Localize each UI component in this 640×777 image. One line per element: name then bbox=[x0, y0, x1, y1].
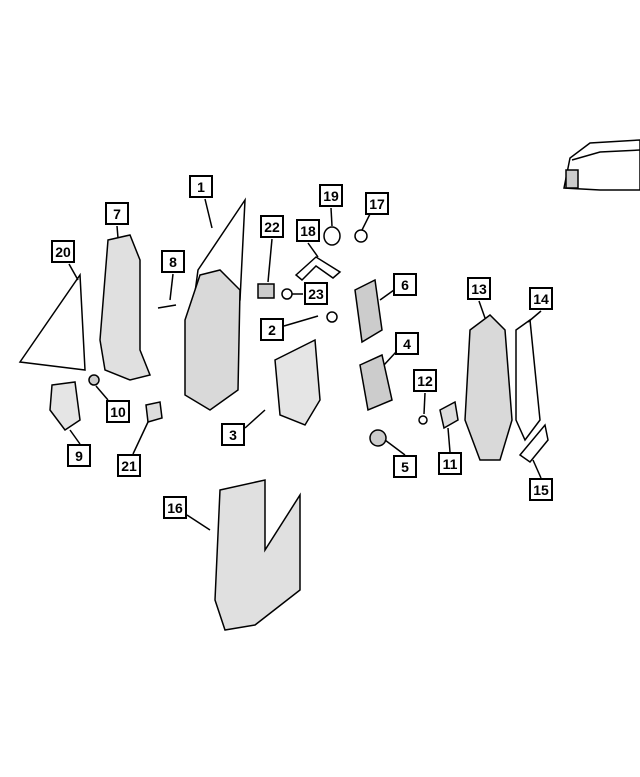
part-4-actuator bbox=[359, 353, 393, 412]
callout-10[interactable]: 10 bbox=[106, 400, 130, 423]
callout-18[interactable]: 18 bbox=[296, 219, 320, 242]
vehicle-locator-icon bbox=[563, 139, 640, 191]
callout-17[interactable]: 17 bbox=[365, 192, 389, 215]
callout-19[interactable]: 19 bbox=[319, 184, 343, 207]
part-13-housing bbox=[464, 314, 513, 461]
part-12-screw bbox=[418, 415, 428, 425]
part-1-mirror-housing bbox=[184, 269, 241, 411]
callout-13[interactable]: 13 bbox=[467, 277, 491, 300]
part-18-seal bbox=[294, 256, 342, 282]
part-8-screw bbox=[157, 304, 177, 309]
callout-12[interactable]: 12 bbox=[413, 369, 437, 392]
callout-8[interactable]: 8 bbox=[161, 250, 185, 273]
part-20-triangle-trim bbox=[18, 272, 86, 371]
part-22-motor bbox=[257, 283, 275, 299]
callout-3[interactable]: 3 bbox=[221, 423, 245, 446]
callout-4[interactable]: 4 bbox=[395, 332, 419, 355]
part-14-glass bbox=[515, 318, 541, 442]
part-17-clip bbox=[354, 229, 368, 243]
callout-23[interactable]: 23 bbox=[304, 282, 328, 305]
part-10-clip bbox=[88, 374, 100, 386]
part-7-cover bbox=[99, 234, 152, 381]
part-2-screw bbox=[326, 311, 338, 323]
part-15-glass bbox=[518, 423, 549, 464]
callout-11[interactable]: 11 bbox=[438, 452, 462, 475]
part-3-cover bbox=[274, 338, 321, 426]
callout-14[interactable]: 14 bbox=[529, 287, 553, 310]
callout-9[interactable]: 9 bbox=[67, 444, 91, 467]
callout-5[interactable]: 5 bbox=[393, 455, 417, 478]
part-5-pivot bbox=[369, 429, 387, 447]
callout-16[interactable]: 16 bbox=[163, 496, 187, 519]
callout-6[interactable]: 6 bbox=[393, 273, 417, 296]
callout-22[interactable]: 22 bbox=[260, 215, 284, 238]
callout-15[interactable]: 15 bbox=[529, 478, 553, 501]
part-6-plate bbox=[354, 278, 383, 344]
callout-7[interactable]: 7 bbox=[105, 202, 129, 225]
callout-21[interactable]: 21 bbox=[117, 454, 141, 477]
part-19-cap bbox=[323, 226, 341, 246]
callout-20[interactable]: 20 bbox=[51, 240, 75, 263]
part-9-bracket bbox=[49, 381, 81, 432]
callout-1[interactable]: 1 bbox=[189, 175, 213, 198]
part-16-mirror-assembly bbox=[214, 479, 301, 631]
part-23-grommet bbox=[281, 288, 293, 300]
part-21-clip bbox=[145, 401, 163, 423]
callout-2[interactable]: 2 bbox=[260, 318, 284, 341]
part-11-clip bbox=[439, 400, 459, 430]
leader-lines bbox=[68, 198, 542, 531]
